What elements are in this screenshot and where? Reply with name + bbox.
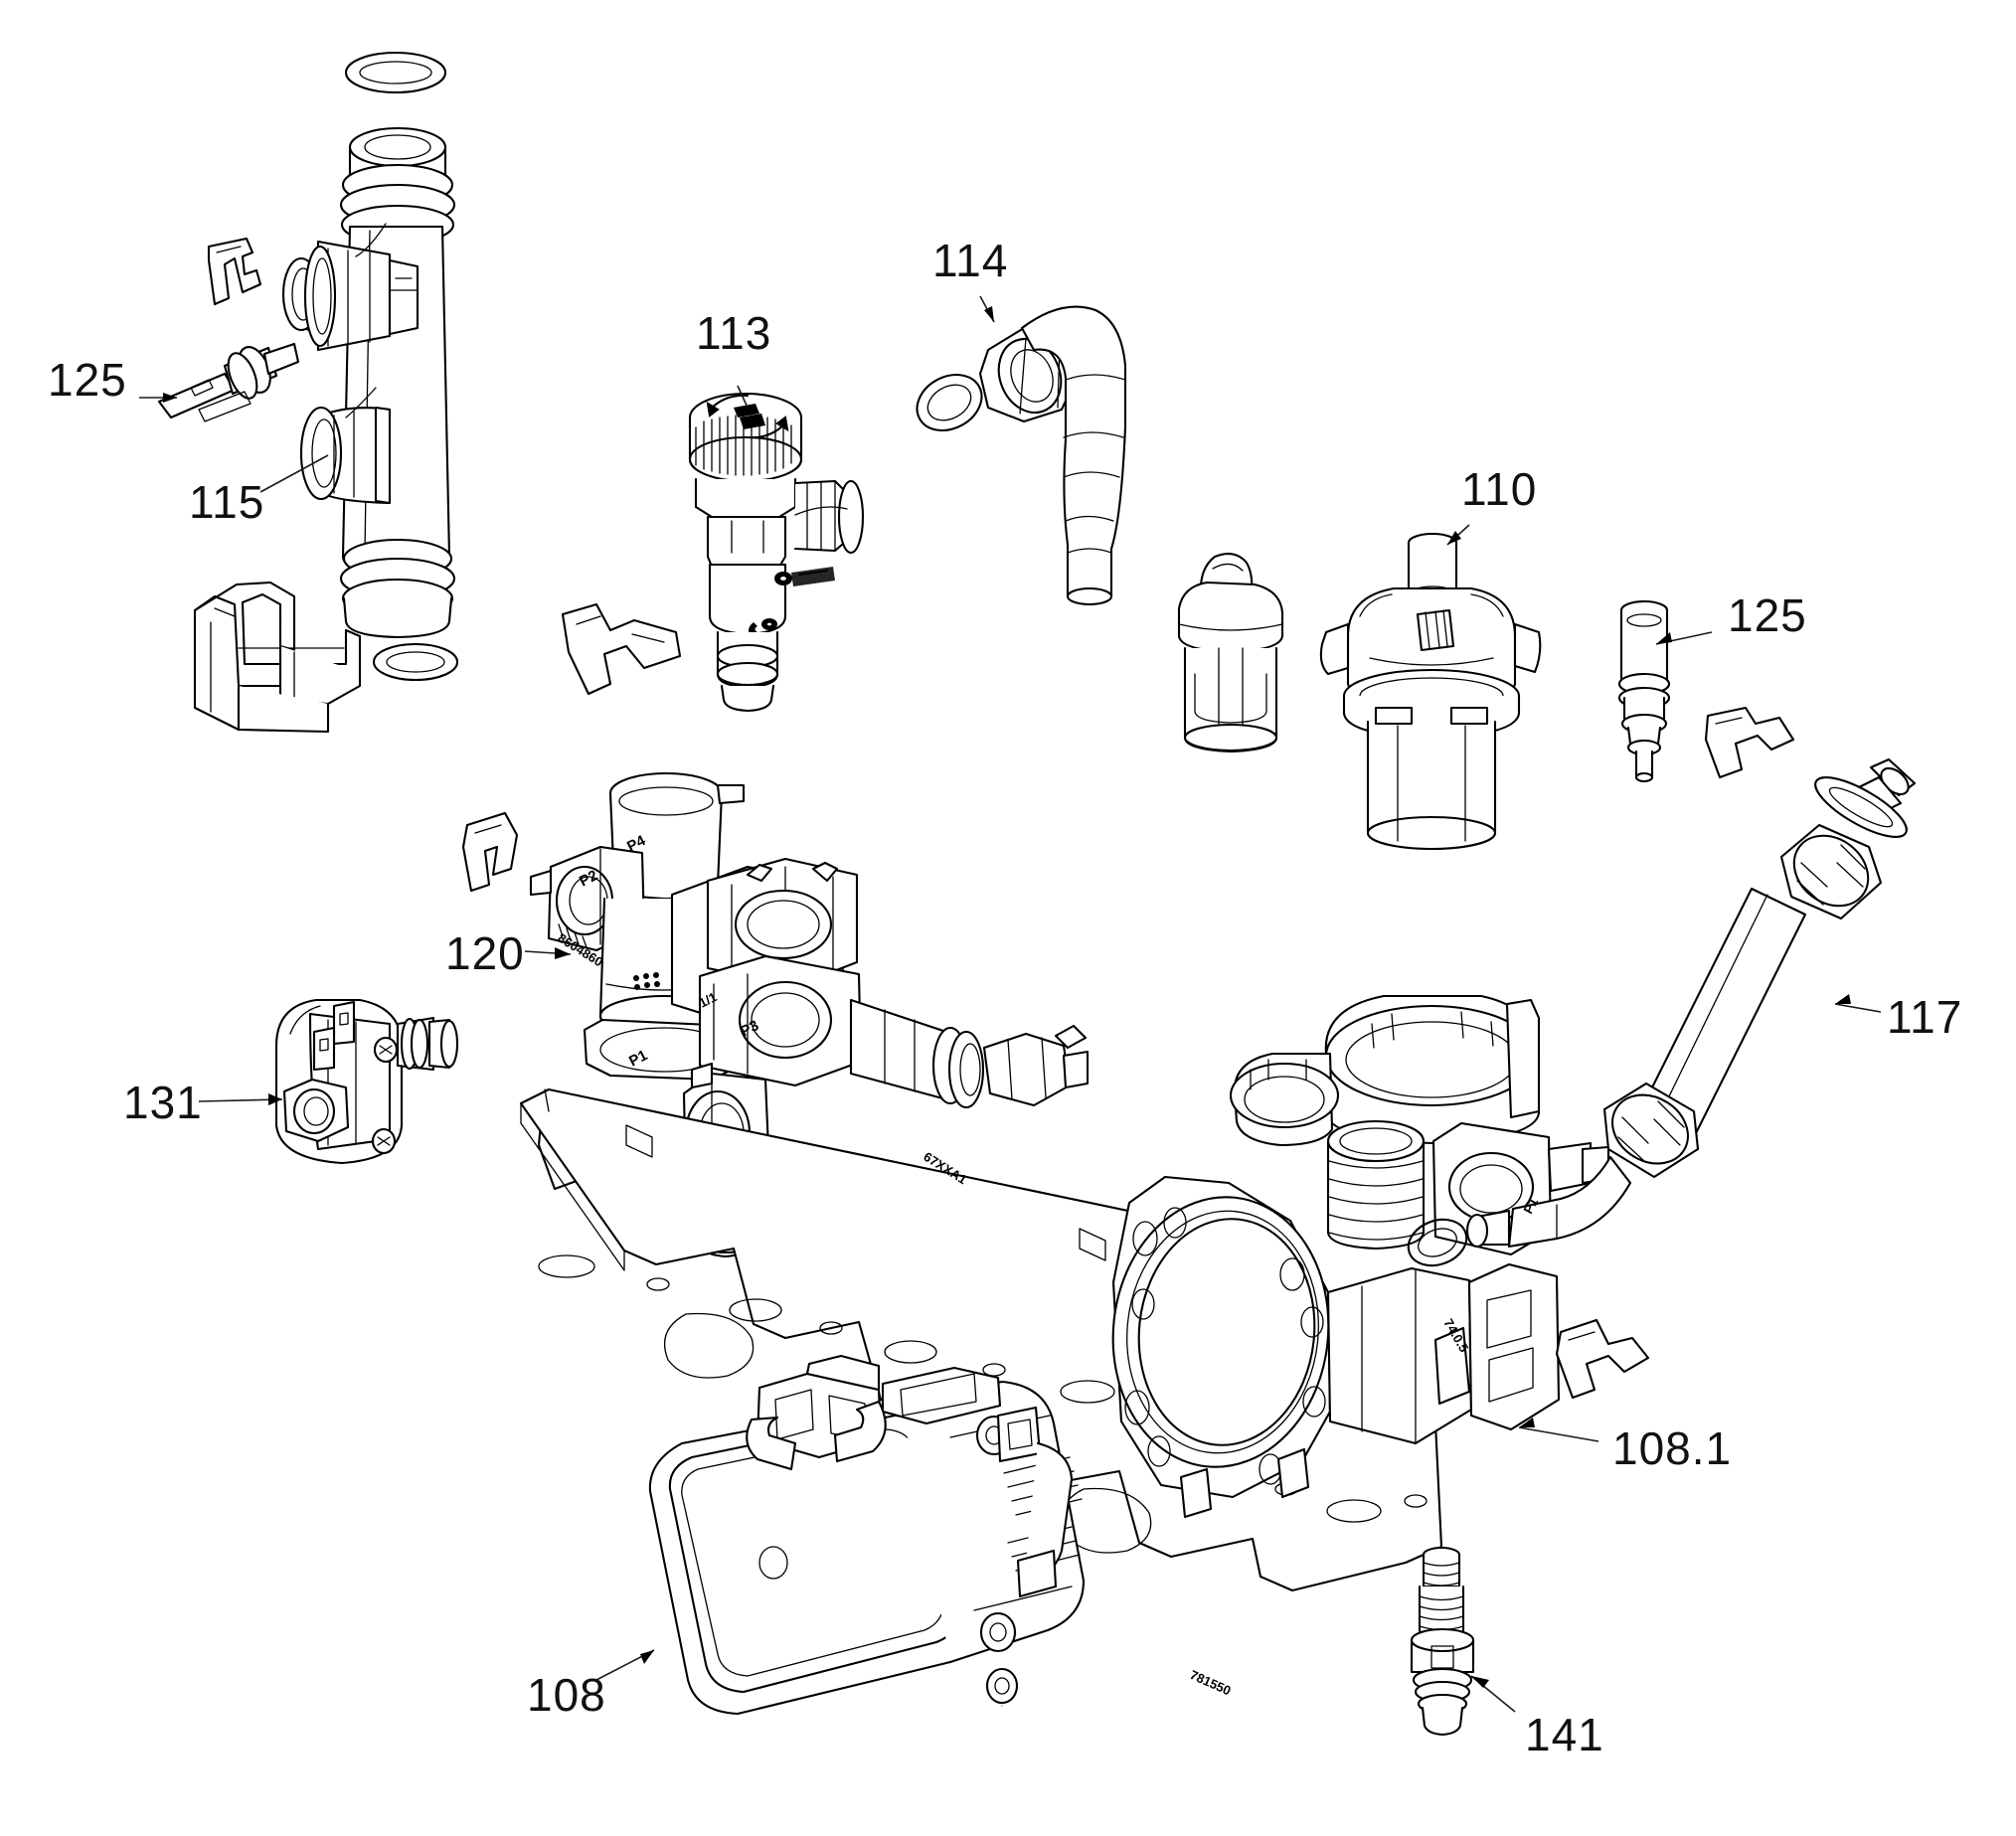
part-125-sensor-right (1617, 599, 1671, 783)
retaining-clip-b (561, 602, 682, 696)
marking-p4: P4 (624, 832, 649, 856)
part-108-circulation-pump (648, 1354, 1086, 1716)
leader-108 (595, 1649, 655, 1681)
callout-131[interactable]: 131 (123, 1077, 203, 1128)
callout-125-left[interactable]: 125 (48, 354, 127, 406)
part-113-safety-valve (688, 392, 865, 713)
callout-108-1[interactable]: 108.1 (1612, 1422, 1733, 1474)
retaining-clip-a (207, 237, 262, 306)
marking-p1: P1 (626, 1047, 650, 1070)
retaining-clip-f (1555, 1318, 1650, 1400)
marking-p2: P2 (577, 867, 600, 890)
upper-side-branch (281, 240, 420, 352)
clamp-bracket (193, 581, 362, 734)
callout-141[interactable]: 141 (1525, 1709, 1604, 1760)
part-110-air-vent (1319, 532, 1542, 851)
leader-117 (1834, 994, 1882, 1013)
part-108-1-pump-body (1111, 994, 1610, 1519)
part-141-drain-cock (1410, 1546, 1475, 1737)
marking-781550: 781550 (1188, 1667, 1234, 1698)
callout-115[interactable]: 115 (189, 476, 265, 528)
callout-leaders (139, 295, 1882, 1713)
leader-120 (524, 947, 572, 959)
leader-110 (1446, 524, 1470, 546)
callout-108[interactable]: 108 (527, 1669, 606, 1721)
retaining-clip-c (1704, 706, 1795, 779)
o-ring-top (344, 51, 447, 94)
callout-114[interactable]: 114 (932, 235, 1009, 286)
leader-114 (979, 295, 995, 323)
upper-socket (339, 126, 456, 246)
leader-115 (259, 454, 329, 493)
leader-108-1 (1518, 1418, 1599, 1442)
callout-117[interactable]: 117 (1887, 991, 1963, 1043)
callout-113[interactable]: 113 (696, 307, 772, 359)
part-117-bypass-tube (1407, 757, 1917, 1267)
leader-113 (737, 385, 749, 409)
marking-ratio: 1/1 (697, 989, 720, 1011)
part-131-pressure-switch (274, 998, 459, 1165)
o-ring-mid-left (372, 642, 459, 682)
callout-110[interactable]: 110 (1461, 463, 1538, 515)
leader-141 (1470, 1675, 1516, 1713)
leader-125b (1655, 631, 1713, 645)
part-cartridge-781550 (1177, 553, 1284, 753)
part-125-sensor-left (157, 342, 300, 422)
leader-131 (198, 1093, 283, 1105)
part-114-elbow-pipe (1020, 305, 1127, 606)
callout-125-right[interactable]: 125 (1728, 589, 1807, 641)
marking-p1-body: P1 (1520, 1195, 1541, 1216)
leader-125a (139, 393, 177, 403)
part-115-diverter-body (281, 51, 456, 639)
lower-side-branch (299, 406, 392, 505)
callout-120[interactable]: 120 (445, 927, 525, 979)
retaining-clip-d (461, 811, 519, 893)
marking-p3: P3 (738, 1017, 761, 1040)
part-120-flow-manifold (529, 771, 1090, 1258)
